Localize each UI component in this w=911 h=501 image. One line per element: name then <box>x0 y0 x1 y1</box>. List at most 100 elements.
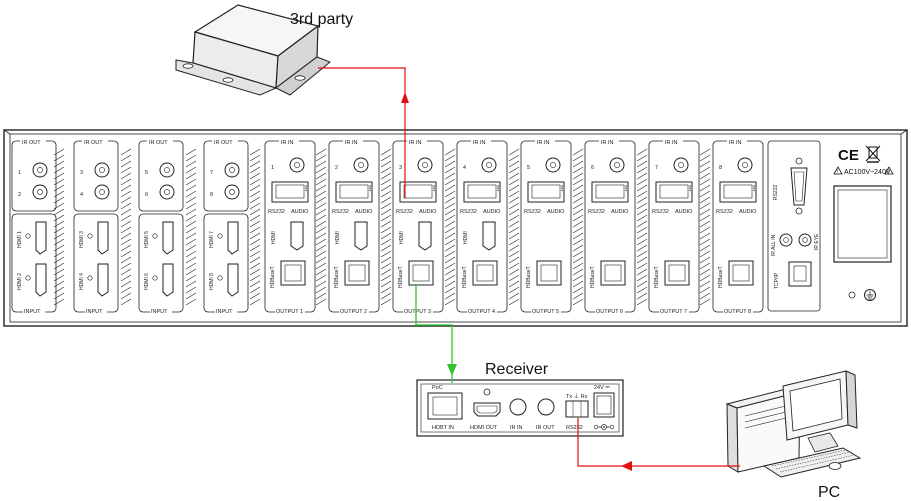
hdbaset-label: HDBaseT <box>270 266 276 288</box>
receiver-device: PoC HDBT IN HDMI OUT IR IN IR OUT Tx ⏚ R… <box>417 380 623 436</box>
ir-out-jack <box>225 163 239 177</box>
hdbaset-label: HDBaseT <box>526 266 532 288</box>
ir-out-jack <box>33 185 47 199</box>
receiver-ir-in-label: IR IN <box>510 425 523 431</box>
hdbaset-port <box>345 261 369 285</box>
receiver-txrx-label: Tx ⏚ Rx <box>566 393 588 400</box>
output-footer-label: OUTPUT 8 <box>724 309 751 315</box>
hdbaset-label: HDBaseT <box>718 266 724 288</box>
output-number: 3 <box>399 165 402 171</box>
hdmi-output-label: HDMI <box>335 231 341 244</box>
hdmi-input-label: HDMI 2 <box>17 273 23 290</box>
receiver-hdmi-out-label: HDMI OUT <box>470 425 498 431</box>
audio-label: AUDIO <box>547 209 565 215</box>
rs232-label: RS232 <box>396 209 413 215</box>
hdbaset-port <box>601 261 625 285</box>
hdmi-input-label: HDMI 4 <box>79 273 85 290</box>
ir-all-in-label: IR ALL IN <box>771 234 777 256</box>
ir-port-number: 2 <box>18 192 21 198</box>
receiver-label: Receiver <box>485 361 549 378</box>
hdbaset-port <box>537 261 561 285</box>
third-party-label: 3rd party <box>290 11 353 28</box>
svg-text:!: ! <box>837 170 838 176</box>
ir-in-label: IR IN <box>281 140 294 146</box>
input-footer-label: INPUT <box>216 309 233 315</box>
audio-label: AUDIO <box>419 209 437 215</box>
output-number: 4 <box>463 165 466 171</box>
output-footer-label: OUTPUT 1 <box>276 309 303 315</box>
rs232-label: RS232 <box>652 209 669 215</box>
ir-out-jack <box>95 185 109 199</box>
ir-in-label: IR IN <box>665 140 678 146</box>
ir-in-jack <box>738 158 752 172</box>
tcpip-label: TCP/IP <box>774 272 780 289</box>
hdmi-input-port <box>98 264 108 296</box>
output-number: 2 <box>335 165 338 171</box>
output-footer-label: OUTPUT 6 <box>596 309 623 315</box>
ir-port-number: 3 <box>80 170 83 176</box>
hdbaset-port <box>729 261 753 285</box>
ir-port-number: 6 <box>145 192 148 198</box>
output-footer-label: OUTPUT 5 <box>532 309 559 315</box>
ir-in-label: IR IN <box>729 140 742 146</box>
ir-in-jack <box>418 158 432 172</box>
receiver-rs232-port <box>566 401 588 417</box>
power-rating: AC100V~240V <box>844 169 891 176</box>
hdmi-output-port <box>419 222 431 250</box>
output-number: 1 <box>271 165 274 171</box>
hdbaset-label: HDBaseT <box>654 266 660 288</box>
hdbaset-label: HDBaseT <box>590 266 596 288</box>
hdmi-output-label: HDMI <box>399 231 405 244</box>
ir-in-jack <box>354 158 368 172</box>
audio-label: AUDIO <box>611 209 629 215</box>
hdmi-input-port <box>228 222 238 254</box>
hdbaset-label: HDBaseT <box>334 266 340 288</box>
ir-out-jack <box>160 163 174 177</box>
output-number: 7 <box>655 165 658 171</box>
hdmi-input-label: HDMI 6 <box>144 273 150 290</box>
input-footer-label: INPUT <box>151 309 168 315</box>
tcpip-port <box>789 262 811 286</box>
ir-out-jack <box>160 185 174 199</box>
receiver-ir-out-label: IR OUT <box>536 425 555 431</box>
output-number: 8 <box>719 165 722 171</box>
ir-port-number: 1 <box>18 170 21 176</box>
hdmi-input-label: HDMI 3 <box>79 231 85 248</box>
hdmi-input-label: HDMI 1 <box>17 231 23 248</box>
ir-out-label: IR OUT <box>149 140 168 146</box>
ir-in-jack <box>610 158 624 172</box>
hdmi-input-port <box>36 264 46 296</box>
power-inlet <box>834 186 891 262</box>
hdbaset-label: HDBaseT <box>462 266 468 288</box>
audio-label: AUDIO <box>675 209 693 215</box>
output-footer-label: OUTPUT 2 <box>340 309 367 315</box>
rs232-label: RS232 <box>268 209 285 215</box>
hdbaset-port <box>281 261 305 285</box>
hdbaset-port <box>665 261 689 285</box>
rs232-label: RS232 <box>460 209 477 215</box>
hdmi-output-label: HDMI <box>463 231 469 244</box>
ir-out-jack <box>33 163 47 177</box>
hdmi-input-port <box>36 222 46 254</box>
receiver-ir-out-jack <box>538 399 554 415</box>
output-footer-label: OUTPUT 4 <box>468 309 495 315</box>
hdmi-input-port <box>163 264 173 296</box>
dc-polarity-icon <box>594 425 614 430</box>
rs232-label: RS232 <box>524 209 541 215</box>
ir-out-label: IR OUT <box>22 140 41 146</box>
ir-port-number: 7 <box>210 170 213 176</box>
receiver-hdbt-label: HDBT IN <box>432 425 454 431</box>
ir-in-label: IR IN <box>345 140 358 146</box>
ir-in-label: IR IN <box>537 140 550 146</box>
hdmi-input-port <box>228 264 238 296</box>
ir-eye-jack <box>799 234 811 246</box>
receiver-dc-label: 24V ⎓ <box>594 385 610 391</box>
ir-in-jack <box>482 158 496 172</box>
output-footer-label: OUTPUT 3 <box>404 309 431 315</box>
audio-label: AUDIO <box>483 209 501 215</box>
hdmi-input-label: HDMI 8 <box>209 273 215 290</box>
ir-in-label: IR IN <box>473 140 486 146</box>
ce-mark: CE <box>838 147 859 164</box>
hdbaset-port <box>409 261 433 285</box>
ir-in-label: IR IN <box>601 140 614 146</box>
